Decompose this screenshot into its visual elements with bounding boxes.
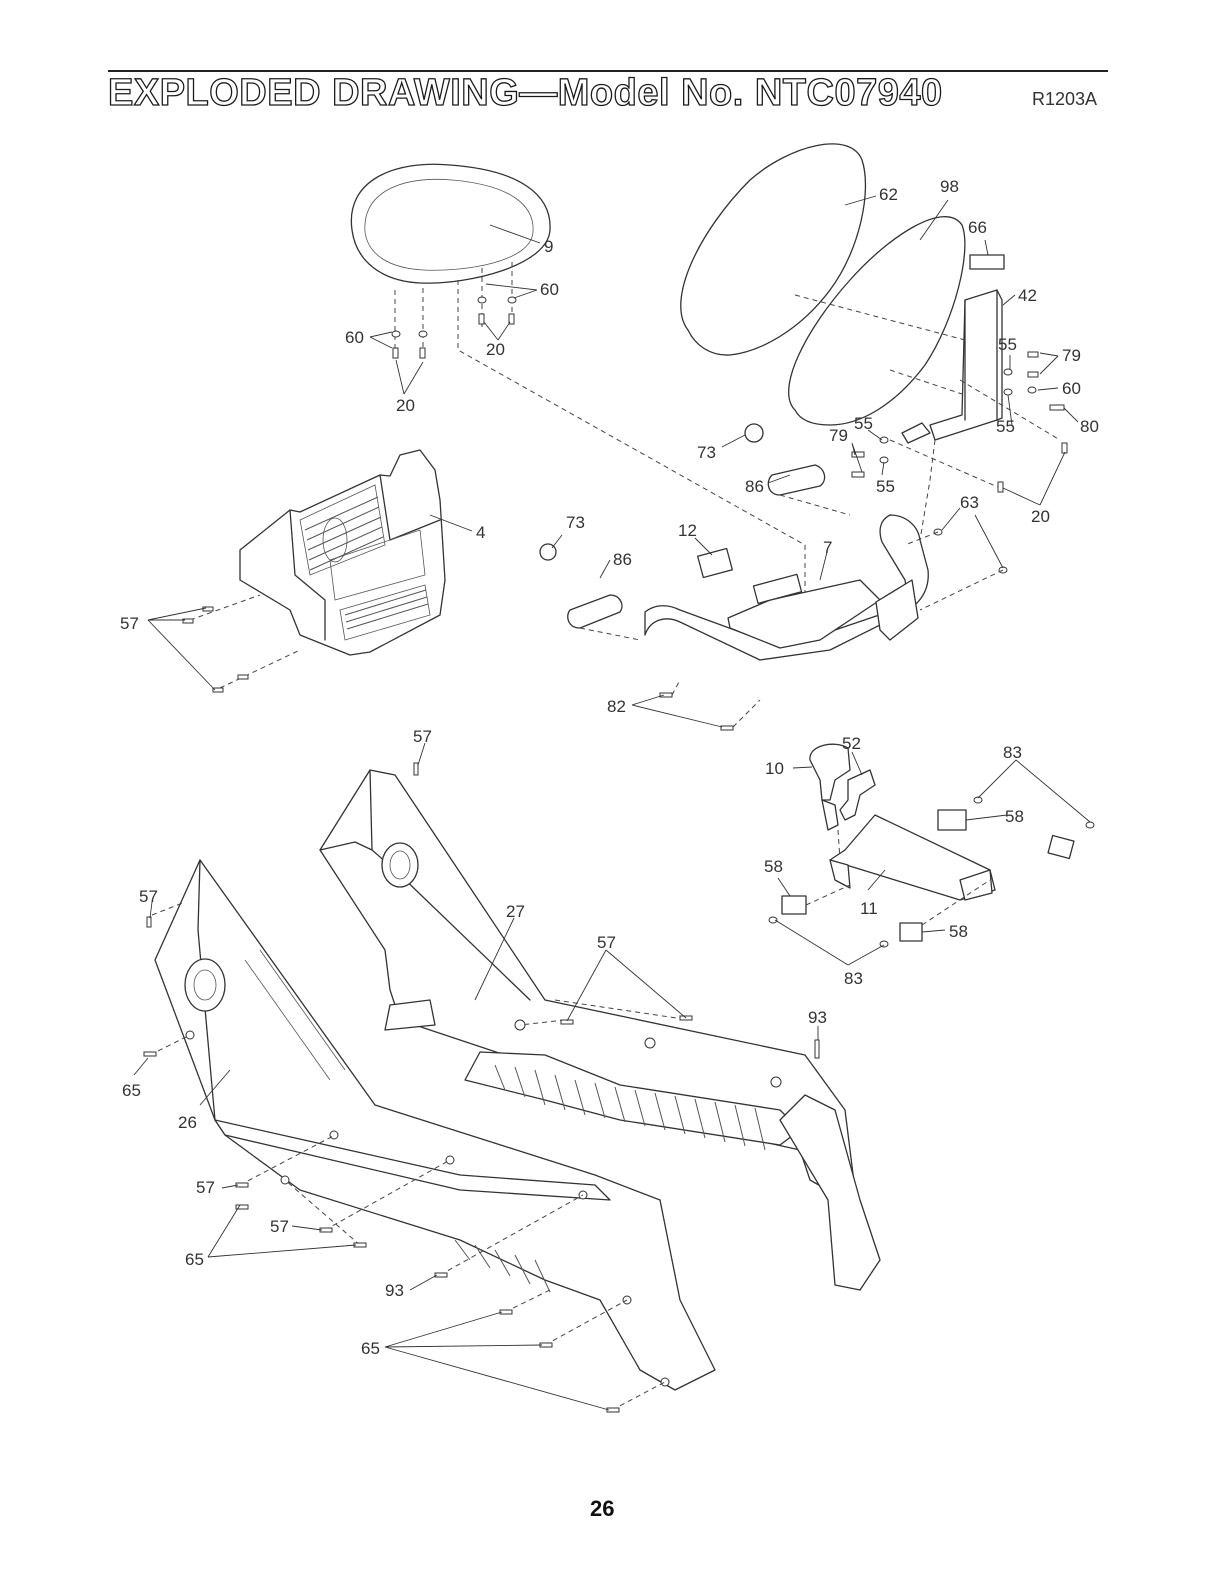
page-title: EXPLODED DRAWING—Model No. NTC07940: [107, 71, 943, 114]
revision-code: R1203A: [1032, 89, 1098, 109]
label-60: 60: [345, 328, 364, 347]
title-rule: [108, 70, 1108, 72]
label-4: 4: [476, 523, 485, 542]
left-shroud-screws: [143, 901, 666, 1413]
label-62: 62: [879, 185, 898, 204]
label-57: 57: [139, 887, 158, 906]
label-55: 55: [996, 417, 1015, 436]
label-7: 7: [823, 538, 832, 557]
label-42: 42: [1018, 286, 1037, 305]
label-98: 98: [940, 177, 959, 196]
label-27: 27: [506, 902, 525, 921]
label-58: 58: [1005, 807, 1024, 826]
console-screws: [182, 594, 301, 693]
label-57: 57: [120, 614, 139, 633]
label-57: 57: [413, 727, 432, 746]
backrest-hardware: [851, 351, 1068, 493]
knob-bracket: [768, 796, 1095, 948]
console: [239, 449, 446, 656]
part-labels: 9 60 60 20 20 62 98 66 42 55 79 60 80 55…: [120, 177, 1099, 1358]
label-65: 65: [185, 1250, 204, 1269]
label-20: 20: [396, 396, 415, 415]
right-shroud: [319, 762, 881, 1291]
label-55: 55: [998, 335, 1017, 354]
label-80: 80: [1080, 417, 1099, 436]
label-83: 83: [1003, 743, 1022, 762]
label-93: 93: [385, 1281, 404, 1300]
label-65: 65: [361, 1339, 380, 1358]
label-55: 55: [854, 414, 873, 433]
label-58: 58: [764, 857, 783, 876]
label-20: 20: [1031, 507, 1050, 526]
label-86: 86: [745, 477, 764, 496]
label-63: 63: [960, 493, 979, 512]
leader-lines: [133, 195, 1091, 1411]
label-65: 65: [122, 1081, 141, 1100]
backrest-cushion: [680, 143, 867, 356]
label-93: 93: [808, 1008, 827, 1027]
label-52: 52: [842, 734, 861, 753]
label-10: 10: [765, 759, 784, 778]
label-57: 57: [270, 1217, 289, 1236]
label-66: 66: [968, 218, 987, 237]
label-26: 26: [178, 1113, 197, 1132]
label-83: 83: [844, 969, 863, 988]
seat-rail-sleeves: [539, 423, 1008, 731]
adjustment-knob: [809, 743, 876, 861]
seat-hardware: [391, 262, 806, 600]
label-57: 57: [597, 933, 616, 952]
label-79: 79: [1062, 346, 1081, 365]
label-60: 60: [1062, 379, 1081, 398]
label-58: 58: [949, 922, 968, 941]
label-9: 9: [544, 237, 553, 256]
label-11: 11: [860, 899, 878, 918]
label-86: 86: [613, 550, 632, 569]
seat-cushion: [350, 163, 551, 284]
seat-frame: [644, 514, 929, 661]
label-73: 73: [697, 443, 716, 462]
label-57: 57: [196, 1178, 215, 1197]
page-number: 26: [590, 1496, 615, 1521]
label-20: 20: [486, 340, 505, 359]
left-shroud: [154, 859, 716, 1391]
label-12: 12: [678, 521, 697, 540]
label-79: 79: [829, 426, 848, 445]
label-55: 55: [876, 477, 895, 496]
label-82: 82: [607, 697, 626, 716]
backrest-board: [788, 216, 966, 426]
label-73: 73: [566, 513, 585, 532]
label-60: 60: [540, 280, 559, 299]
